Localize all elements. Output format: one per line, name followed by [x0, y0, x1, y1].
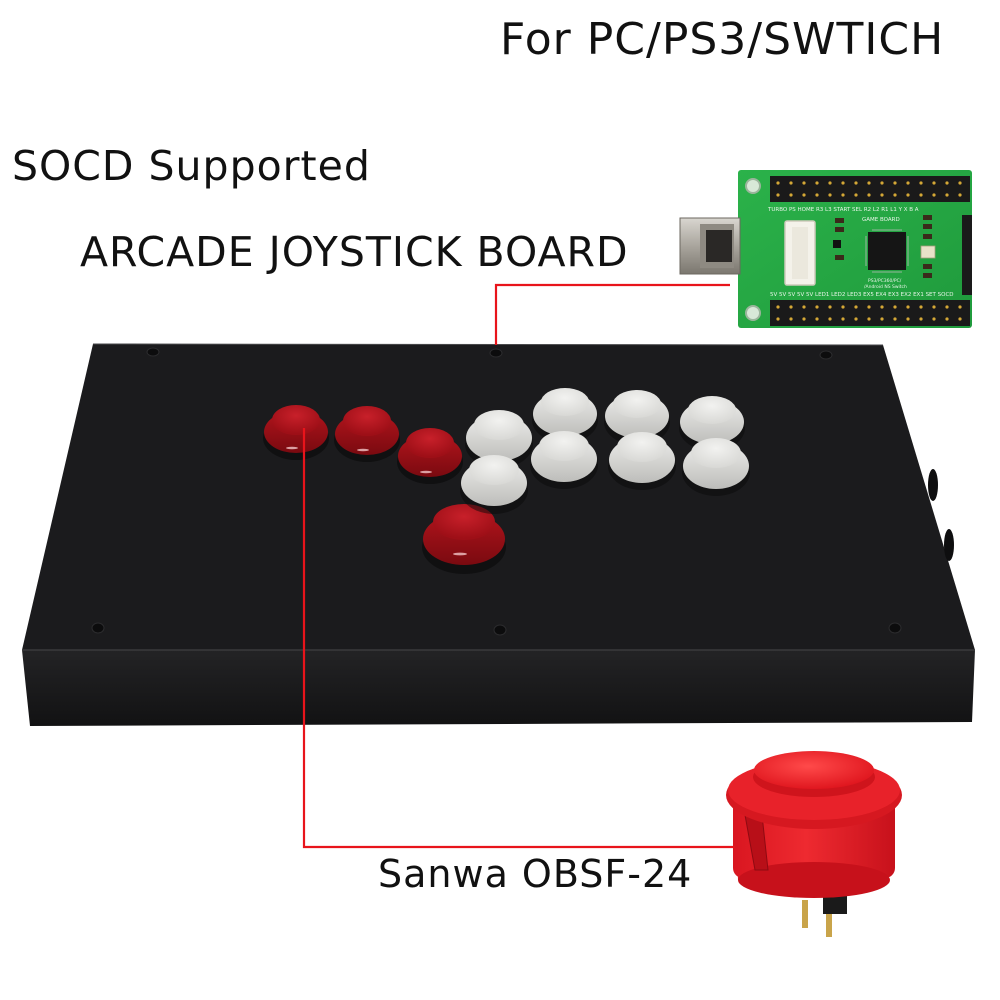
- arcade-controller: [22, 343, 975, 726]
- sanwa-obsf24-button: [726, 751, 902, 937]
- pcb-bottom-labels: 5V 5V 5V 5V 5V LED1 LED2 LED3 EX5 EX4 EX…: [770, 292, 954, 298]
- socd-feature-text: SOCD Supported: [12, 142, 371, 190]
- svg-text:/Android NS Switch: /Android NS Switch: [864, 284, 907, 290]
- pcb-top-labels: TURBO PS HOME R3 L3 START SEL R2 L2 R1 L…: [767, 207, 919, 213]
- white-button-2[interactable]: [532, 388, 598, 443]
- white-button-4[interactable]: [679, 396, 745, 451]
- button-callout-line: [302, 428, 735, 849]
- red-button-3[interactable]: [397, 428, 463, 484]
- callout-lines: [302, 283, 735, 849]
- controller-front-face: [22, 650, 975, 726]
- button-layout: [263, 388, 750, 574]
- pcb-top-pin-header: [770, 176, 970, 202]
- sanwa-button-label: Sanwa OBSF-24: [378, 852, 693, 896]
- usb-b-port: [679, 217, 741, 275]
- red-button-2[interactable]: [334, 406, 400, 462]
- red-button-4[interactable]: [422, 504, 506, 574]
- board-callout-line: [494, 283, 730, 345]
- pcb-title: GAME BOARD: [862, 217, 900, 223]
- white-button-1[interactable]: [465, 410, 533, 468]
- white-button-5[interactable]: [460, 455, 528, 514]
- pcb-chip: [868, 232, 906, 270]
- pcb-joystick-board: TURBO PS HOME R3 L3 START SEL R2 L2 R1 L…: [679, 170, 972, 328]
- white-button-8[interactable]: [682, 438, 750, 496]
- pcb-bottom-pin-header: [770, 300, 970, 326]
- platform-compatibility-text: For PC/PS3/SWTICH: [500, 14, 945, 65]
- screw-heads: [91, 347, 902, 636]
- red-button-1[interactable]: [263, 405, 329, 460]
- svg-text:PS3/PC360/PC/: PS3/PC360/PC/: [868, 278, 902, 284]
- white-button-3[interactable]: [604, 390, 670, 445]
- white-button-7[interactable]: [608, 432, 676, 490]
- joystick-board-label: ARCADE JOYSTICK BOARD: [80, 228, 629, 276]
- white-button-6[interactable]: [530, 431, 598, 489]
